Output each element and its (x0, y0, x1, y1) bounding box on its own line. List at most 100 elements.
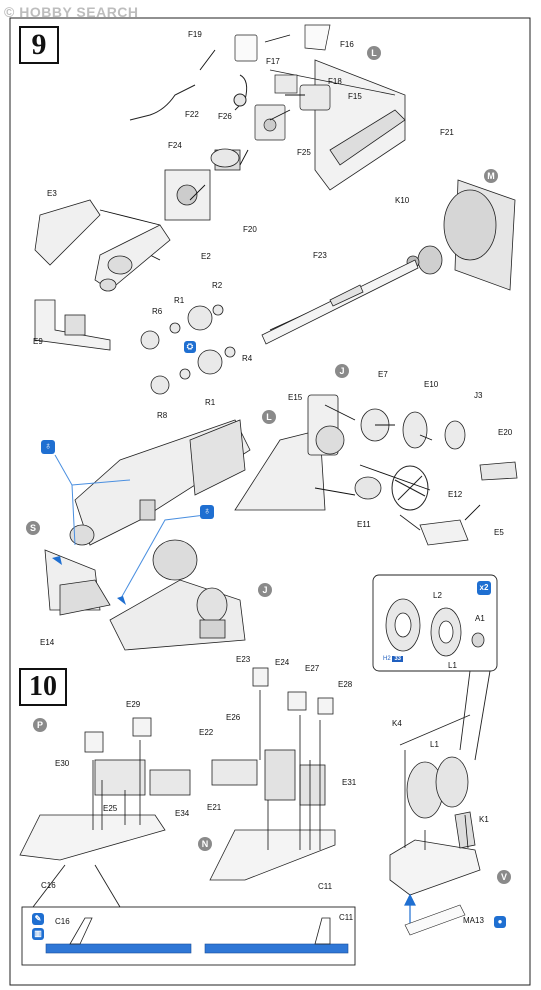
label-e30: E30 (55, 759, 70, 768)
label-f26: F26 (218, 112, 232, 121)
label-e29: E29 (126, 700, 141, 709)
label-r6: R6 (152, 307, 163, 316)
label-e11: E11 (357, 520, 371, 529)
label-e34: E34 (175, 809, 190, 818)
label-e20: E20 (498, 428, 513, 437)
label-c16-detail: C16 (55, 917, 70, 926)
e12-handwheel (391, 465, 429, 511)
cement-icon-center: ♁ (200, 505, 214, 519)
detail-blue-rails (45, 943, 349, 954)
label-f19: F19 (188, 30, 202, 39)
callout-v: V (497, 870, 511, 884)
label-e10: E10 (424, 380, 439, 389)
callout-j-mid: J (335, 364, 349, 378)
e20-e5-seat (399, 461, 518, 546)
label-e9: E9 (33, 337, 43, 346)
glue-icon: ▥ (32, 928, 44, 940)
label-f17: F17 (266, 57, 280, 66)
label-f16: F16 (340, 40, 354, 49)
label-l1-wheel: L1 (448, 661, 457, 670)
label-e14: E14 (40, 638, 55, 647)
f21-frame (269, 59, 406, 191)
v-assembly-arrows (404, 750, 469, 850)
label-e31: E31 (342, 778, 357, 787)
e14-base (44, 549, 111, 616)
blue-arrowheads (52, 556, 126, 605)
p-assembly (19, 717, 191, 861)
label-f23: F23 (313, 251, 327, 260)
ma13-plate (404, 904, 466, 936)
label-k10: K10 (395, 196, 410, 205)
label-c16: C16 (41, 881, 56, 890)
assembled-mount (109, 539, 246, 651)
label-j3: J3 (474, 391, 483, 400)
callout-l-top: L (367, 46, 381, 60)
gun-cradle-assembly (69, 419, 251, 546)
label-f22: F22 (185, 110, 199, 119)
label-e22: E22 (199, 728, 214, 737)
e2-e3-receiver (34, 199, 171, 292)
label-f18: F18 (328, 77, 342, 86)
k10-mantlet (406, 179, 516, 291)
label-e7: E7 (378, 370, 388, 379)
hobby-search-logo: © HOBBY SEARCH (4, 4, 139, 20)
label-l2-wheel: L2 (433, 591, 442, 600)
callout-n: N (198, 837, 212, 851)
v-assembly (389, 714, 481, 896)
detail-uprights (69, 917, 331, 945)
label-ma13: MA13 (463, 916, 484, 925)
f24-collar (210, 148, 240, 168)
label-f25: F25 (297, 148, 311, 157)
r-parts (140, 304, 236, 395)
label-r8: R8 (157, 411, 168, 420)
label-e5: E5 (494, 528, 504, 537)
label-l1-step10: L1 (430, 740, 439, 749)
brush-icon: ✎ (32, 913, 44, 925)
f22-f26-levers (129, 74, 248, 121)
detail-box (21, 864, 356, 966)
step-9-number: 9 (19, 26, 59, 64)
e11-gear (354, 476, 382, 500)
callout-p: P (33, 718, 47, 732)
label-e26: E26 (226, 713, 241, 722)
n-assembly (209, 667, 336, 881)
label-e25: E25 (103, 804, 118, 813)
label-k4: K4 (392, 719, 402, 728)
e9-cradle (34, 299, 111, 351)
label-e27: E27 (305, 664, 320, 673)
wheel-box-frame (372, 574, 498, 761)
f23-barrel (261, 259, 419, 345)
cement-drop-icon: ● (494, 916, 506, 928)
label-f21: F21 (440, 128, 454, 137)
label-e23: E23 (236, 655, 251, 664)
label-e21: E21 (207, 803, 222, 812)
cement-icon-left: ♁ (41, 440, 55, 454)
label-e28: E28 (338, 680, 353, 689)
paint-code-tag: H2 33 (383, 656, 404, 662)
e7-e10-trunnion (360, 408, 466, 450)
callout-j-bottom: J (258, 583, 272, 597)
label-r1-bottom: R1 (205, 398, 216, 407)
label-c11-detail: C11 (339, 913, 354, 922)
f15-f17-brackets (254, 74, 331, 141)
label-f20: F20 (243, 225, 257, 234)
p-assembly-arrows (92, 740, 141, 830)
step9-arrows-mid (314, 404, 481, 521)
f19-f16-plates (234, 24, 331, 62)
label-e24: E24 (275, 658, 290, 667)
label-e3: E3 (47, 189, 57, 198)
label-e15: E15 (288, 393, 303, 402)
label-f24: F24 (168, 141, 182, 150)
label-k1: K1 (479, 815, 489, 824)
label-a1: A1 (475, 614, 485, 623)
e15-base (234, 394, 345, 511)
callout-s: S (26, 521, 40, 535)
label-r1-top: R1 (174, 296, 185, 305)
label-e12: E12 (448, 490, 463, 499)
quantity-badge: x2 (477, 581, 491, 595)
callout-m: M (484, 169, 498, 183)
n-assembly-arrows (259, 690, 321, 850)
label-e2: E2 (201, 252, 211, 261)
